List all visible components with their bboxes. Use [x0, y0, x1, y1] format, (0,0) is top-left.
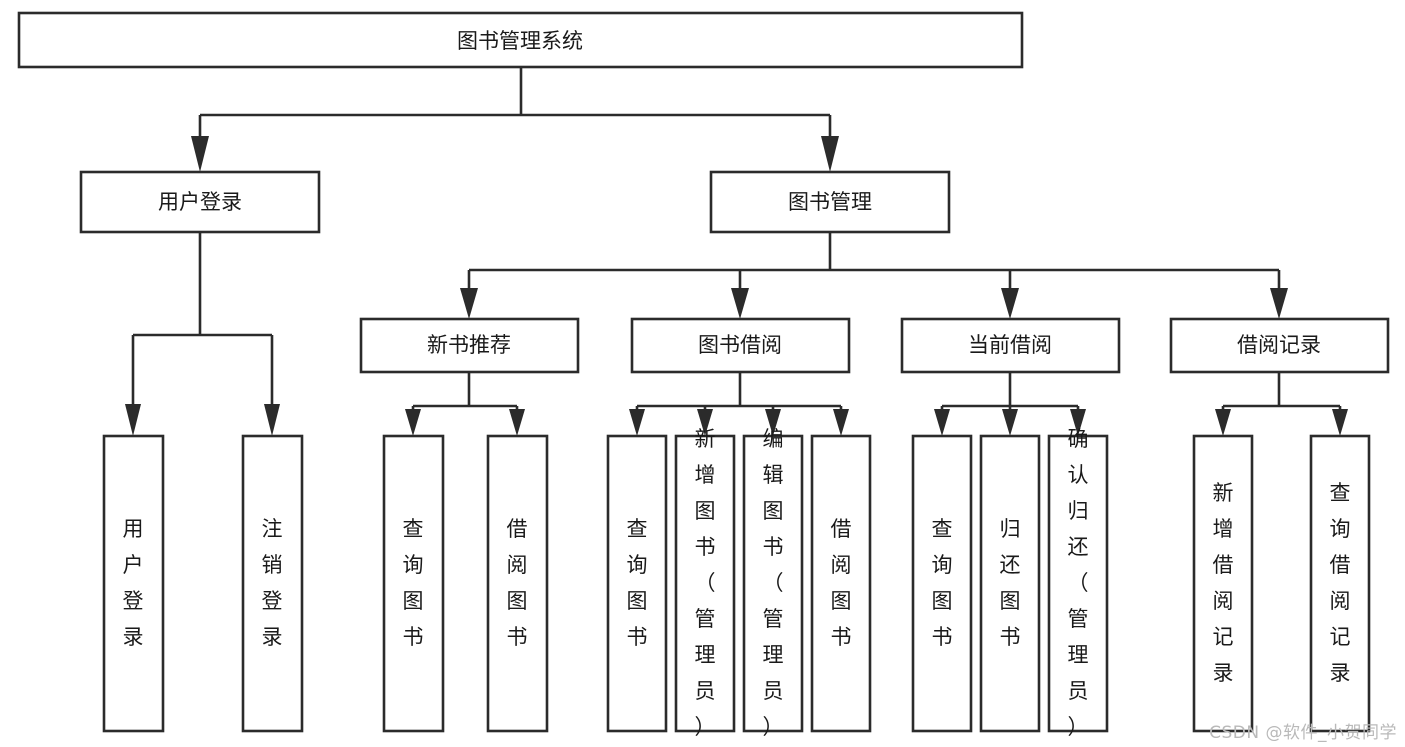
arrow-root-to-user-login	[191, 136, 209, 172]
leaf-book-borrow-2-label: 新增图书（管理员）	[695, 427, 716, 739]
node-borrow-record-box[interactable]	[1169, 317, 1390, 374]
leaf-book-borrow-3[interactable]: 编辑图书（管理员）	[742, 427, 804, 739]
arrow-record-leaf-2	[1332, 409, 1348, 436]
arrow-current-leaf-1	[934, 409, 950, 436]
leaf-book-borrow-1-box[interactable]	[606, 434, 668, 733]
leaf-new-book-2-box[interactable]	[486, 434, 549, 733]
node-book-borrow-box[interactable]	[630, 317, 851, 374]
leaf-book-borrow-2[interactable]: 新增图书（管理员）	[674, 427, 736, 739]
leaf-user-login-2-box[interactable]	[241, 434, 304, 733]
leaf-book-borrow-4-box[interactable]	[810, 434, 872, 733]
leaf-user-login-1-label: 用户登录	[123, 517, 144, 649]
node-root[interactable]: 图书管理系统	[17, 11, 1024, 69]
leaf-book-borrow-3-box[interactable]	[742, 434, 804, 733]
leaf-book-borrow-3-label: 编辑图书（管理员）	[763, 427, 784, 739]
leaf-user-login-1-box[interactable]	[102, 434, 165, 733]
node-new-book-recommend-box[interactable]	[359, 317, 580, 374]
leaf-current-borrow-3[interactable]: 确认归还（管理员）	[1047, 427, 1109, 739]
arrow-borrow-leaf-1	[629, 409, 645, 436]
node-book-management-label: 图书管理	[788, 190, 872, 214]
arrow-book-mgmt-to-record	[1270, 288, 1288, 319]
arrow-record-leaf-1	[1215, 409, 1231, 436]
arrow-book-mgmt-to-borrow	[731, 288, 749, 319]
arrow-borrow-leaf-2	[697, 409, 713, 436]
leaf-current-borrow-2-label: 归还图书	[1000, 517, 1021, 649]
arrow-book-mgmt-to-new-book	[460, 288, 478, 319]
node-new-book-recommend[interactable]: 新书推荐	[359, 317, 580, 374]
leaf-book-borrow-4[interactable]: 借阅图书	[810, 434, 872, 733]
node-user-login-box[interactable]	[79, 170, 321, 234]
arrow-new-book-leaf-2	[509, 409, 525, 436]
node-current-borrow[interactable]: 当前借阅	[900, 317, 1121, 374]
arrow-book-mgmt-to-current	[1001, 288, 1019, 319]
arrow-borrow-leaf-4	[833, 409, 849, 436]
leaf-borrow-record-2[interactable]: 查询借阅记录	[1309, 434, 1371, 733]
arrow-borrow-leaf-3	[765, 409, 781, 436]
leaf-new-book-1-label: 查询图书	[403, 517, 424, 649]
node-book-borrow-label: 图书借阅	[698, 333, 782, 357]
leaf-current-borrow-1-box[interactable]	[911, 434, 973, 733]
leaf-user-login-1[interactable]: 用户登录	[102, 434, 165, 733]
leaf-new-book-1-box[interactable]	[382, 434, 445, 733]
arrow-user-login-leaf-1	[125, 404, 141, 436]
node-book-borrow[interactable]: 图书借阅	[630, 317, 851, 374]
node-current-borrow-label: 当前借阅	[968, 333, 1052, 357]
node-user-login-label: 用户登录	[158, 190, 242, 214]
node-root-label: 图书管理系统	[457, 29, 583, 53]
leaf-book-borrow-4-label: 借阅图书	[831, 517, 852, 649]
node-new-book-recommend-label: 新书推荐	[427, 333, 511, 357]
leaf-new-book-2[interactable]: 借阅图书	[486, 434, 549, 733]
leaf-borrow-record-2-box[interactable]	[1309, 434, 1371, 733]
arrow-new-book-leaf-1	[405, 409, 421, 436]
leaf-current-borrow-3-label: 确认归还（管理员）	[1068, 427, 1089, 739]
leaf-borrow-record-2-label: 查询借阅记录	[1330, 481, 1351, 685]
node-root-box[interactable]	[17, 11, 1024, 69]
arrow-current-leaf-2	[1002, 409, 1018, 436]
leaf-current-borrow-2-box[interactable]	[979, 434, 1041, 733]
arrow-root-to-book-mgmt	[821, 136, 839, 172]
csdn-watermark: CSDN @软件_小贺同学	[1209, 723, 1397, 743]
leaf-book-borrow-1[interactable]: 查询图书	[606, 434, 668, 733]
leaf-user-login-2[interactable]: 注销登录	[241, 434, 304, 733]
arrow-user-login-leaf-2	[264, 404, 280, 436]
node-borrow-record-label: 借阅记录	[1237, 333, 1321, 357]
connector-layer	[125, 67, 1348, 436]
leaf-new-book-2-label: 借阅图书	[507, 517, 528, 649]
leaf-current-borrow-3-box[interactable]	[1047, 434, 1109, 733]
leaf-borrow-record-1[interactable]: 新增借阅记录	[1192, 434, 1254, 733]
node-user-login[interactable]: 用户登录	[79, 170, 321, 234]
leaf-book-borrow-1-label: 查询图书	[627, 517, 648, 649]
leaf-current-borrow-1[interactable]: 查询图书	[911, 434, 973, 733]
leaf-borrow-record-1-label: 新增借阅记录	[1213, 481, 1234, 685]
arrow-current-leaf-3	[1070, 409, 1086, 436]
node-book-management-box[interactable]	[709, 170, 951, 234]
leaf-book-borrow-2-box[interactable]	[674, 434, 736, 733]
node-current-borrow-box[interactable]	[900, 317, 1121, 374]
leaf-current-borrow-2[interactable]: 归还图书	[979, 434, 1041, 733]
node-borrow-record[interactable]: 借阅记录	[1169, 317, 1390, 374]
leaf-current-borrow-1-label: 查询图书	[932, 517, 953, 649]
node-book-management[interactable]: 图书管理	[709, 170, 951, 234]
leaf-borrow-record-1-box[interactable]	[1192, 434, 1254, 733]
leaf-new-book-1[interactable]: 查询图书	[382, 434, 445, 733]
leaf-user-login-2-label: 注销登录	[262, 517, 283, 649]
